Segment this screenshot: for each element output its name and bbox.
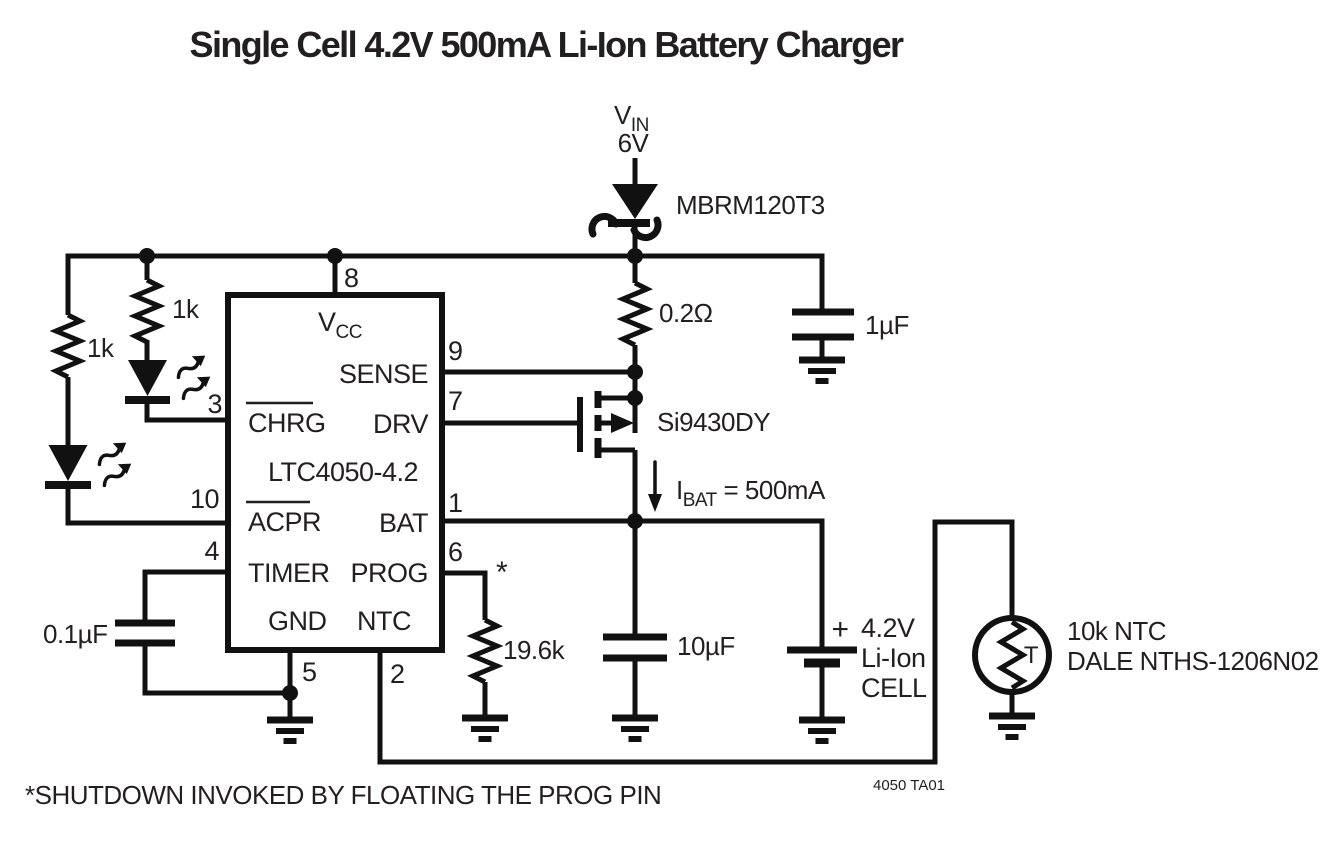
pin-number-2: 2 <box>390 659 405 689</box>
led-emission-arrow <box>170 348 211 380</box>
diode-part-label: MBRM120T3 <box>676 190 825 220</box>
ic-pin-gnd-label: GND <box>268 606 327 636</box>
pin-number-5: 5 <box>302 657 317 687</box>
battery-chemistry: Li-Ion <box>861 643 926 673</box>
ibat-label: IBAT = 500mA <box>676 475 826 511</box>
capacitor-timer: 0.1µF <box>43 619 175 649</box>
diode-triangle <box>612 184 658 219</box>
wire-acpr <box>65 485 228 526</box>
ground-thermistor <box>989 716 1035 737</box>
ground-battery <box>799 720 845 741</box>
ground-output-cap <box>612 718 658 739</box>
schottky-hook-right <box>630 216 662 242</box>
ic-body <box>225 292 445 653</box>
wire-bat <box>442 518 825 647</box>
resistor-chrg-1k: 1k <box>128 277 200 345</box>
battery-cell-label: CELL <box>861 673 927 703</box>
capacitor-timer-label: 0.1µF <box>43 619 108 649</box>
ic-pin-ntc-label: NTC <box>357 606 411 636</box>
wire-top-rail <box>65 253 825 315</box>
charge-led <box>125 348 216 404</box>
thermistor-t-symbol: T <box>1024 642 1039 669</box>
input-supply: VIN 6V <box>614 100 650 158</box>
resistor-acpr-1k: 1k <box>49 312 115 380</box>
schottky-diode: MBRM120T3 <box>588 184 825 242</box>
led-emission-arrow <box>91 435 132 467</box>
ground-prog <box>462 718 508 739</box>
wire-chrg <box>144 400 228 423</box>
ic-pin-bat-label: BAT <box>379 508 428 538</box>
battery-plus-sign: + <box>831 613 848 646</box>
capacitor-input: 1µF <box>792 308 909 341</box>
capacitor-input-label: 1µF <box>865 310 909 340</box>
pin-number-7: 7 <box>448 386 463 416</box>
pin-number-3: 3 <box>207 389 222 419</box>
ic-pin-chrg-label: CHRG <box>248 408 326 438</box>
resistor-sense-label: 0.2Ω <box>659 298 713 328</box>
prog-asterisk: * <box>496 556 508 589</box>
ibat-arrowhead <box>648 494 662 512</box>
junction-dots <box>139 248 643 701</box>
pin-number-8: 8 <box>344 263 359 293</box>
ground-gnd-pin <box>267 720 313 741</box>
wire-timer-ret <box>142 646 290 696</box>
ic-pin-vcc-label: VCC <box>318 307 362 343</box>
pin-number-6: 6 <box>448 537 463 567</box>
thermistor-value: 10k NTC <box>1067 616 1166 646</box>
capacitor-output-label: 10µF <box>677 631 735 661</box>
ic-pin-drv-label: DRV <box>373 409 429 439</box>
ic-pin-prog-label: PROG <box>350 558 428 588</box>
ic-pin-sense-label: SENSE <box>339 359 428 389</box>
figure-id: 4050 TA01 <box>873 777 945 794</box>
resistor-acpr-1k-label: 1k <box>87 333 115 363</box>
thermistor-part: DALE NTHS-1206N02 <box>1067 646 1319 676</box>
battery-cell: + 4.2V Li-Ion CELL <box>787 613 928 703</box>
page-title: Single Cell 4.2V 500mA Li-Ion Battery Ch… <box>190 24 904 65</box>
resistor-prog-19k6: 19.6k * <box>466 556 566 685</box>
capacitor-output: 10µF <box>603 631 735 662</box>
pin-number-9: 9 <box>448 336 463 366</box>
mosfet-body-arrow <box>611 413 634 433</box>
pin-number-1: 1 <box>448 488 463 518</box>
wire-prog <box>442 570 488 620</box>
ground-input-cap <box>799 360 845 381</box>
wire-ntc <box>377 519 1015 765</box>
resistor-chrg-1k-label: 1k <box>172 294 200 324</box>
ic-ltc4050: VCC SENSE CHRG DRV LTC4050-4.2 ACPR BAT … <box>225 292 445 653</box>
pin-number-10: 10 <box>190 484 219 514</box>
mosfet-si9430: Si9430DY <box>577 391 771 458</box>
wire-timer <box>142 569 228 620</box>
ic-pin-timer-label: TIMER <box>248 558 330 588</box>
vin-voltage: 6V <box>618 128 650 158</box>
schottky-hook-left <box>588 212 620 238</box>
acpr-led <box>45 435 137 489</box>
ibat-annotation: IBAT = 500mA <box>648 460 826 512</box>
battery-voltage: 4.2V <box>861 613 915 643</box>
ic-pin-acpr-label: ACPR <box>248 507 321 537</box>
thermistor-circle <box>972 615 1052 695</box>
resistor-prog-label: 19.6k <box>503 635 566 665</box>
pin-numbers: 8 9 7 3 10 1 4 6 5 2 <box>190 263 463 689</box>
led-emission-arrow <box>96 456 137 488</box>
mosfet-part-label: Si9430DY <box>657 407 770 437</box>
ntc-thermistor: T 10k NTC DALE NTHS-1206N02 <box>972 615 1319 695</box>
shutdown-footnote: *SHUTDOWN INVOKED BY FLOATING THE PROG P… <box>25 780 661 810</box>
pin-number-4: 4 <box>204 536 219 566</box>
ic-part-number: LTC4050-4.2 <box>268 457 418 487</box>
resistor-sense-0r2: 0.2Ω <box>616 280 713 348</box>
vin-label: VIN <box>614 100 649 136</box>
